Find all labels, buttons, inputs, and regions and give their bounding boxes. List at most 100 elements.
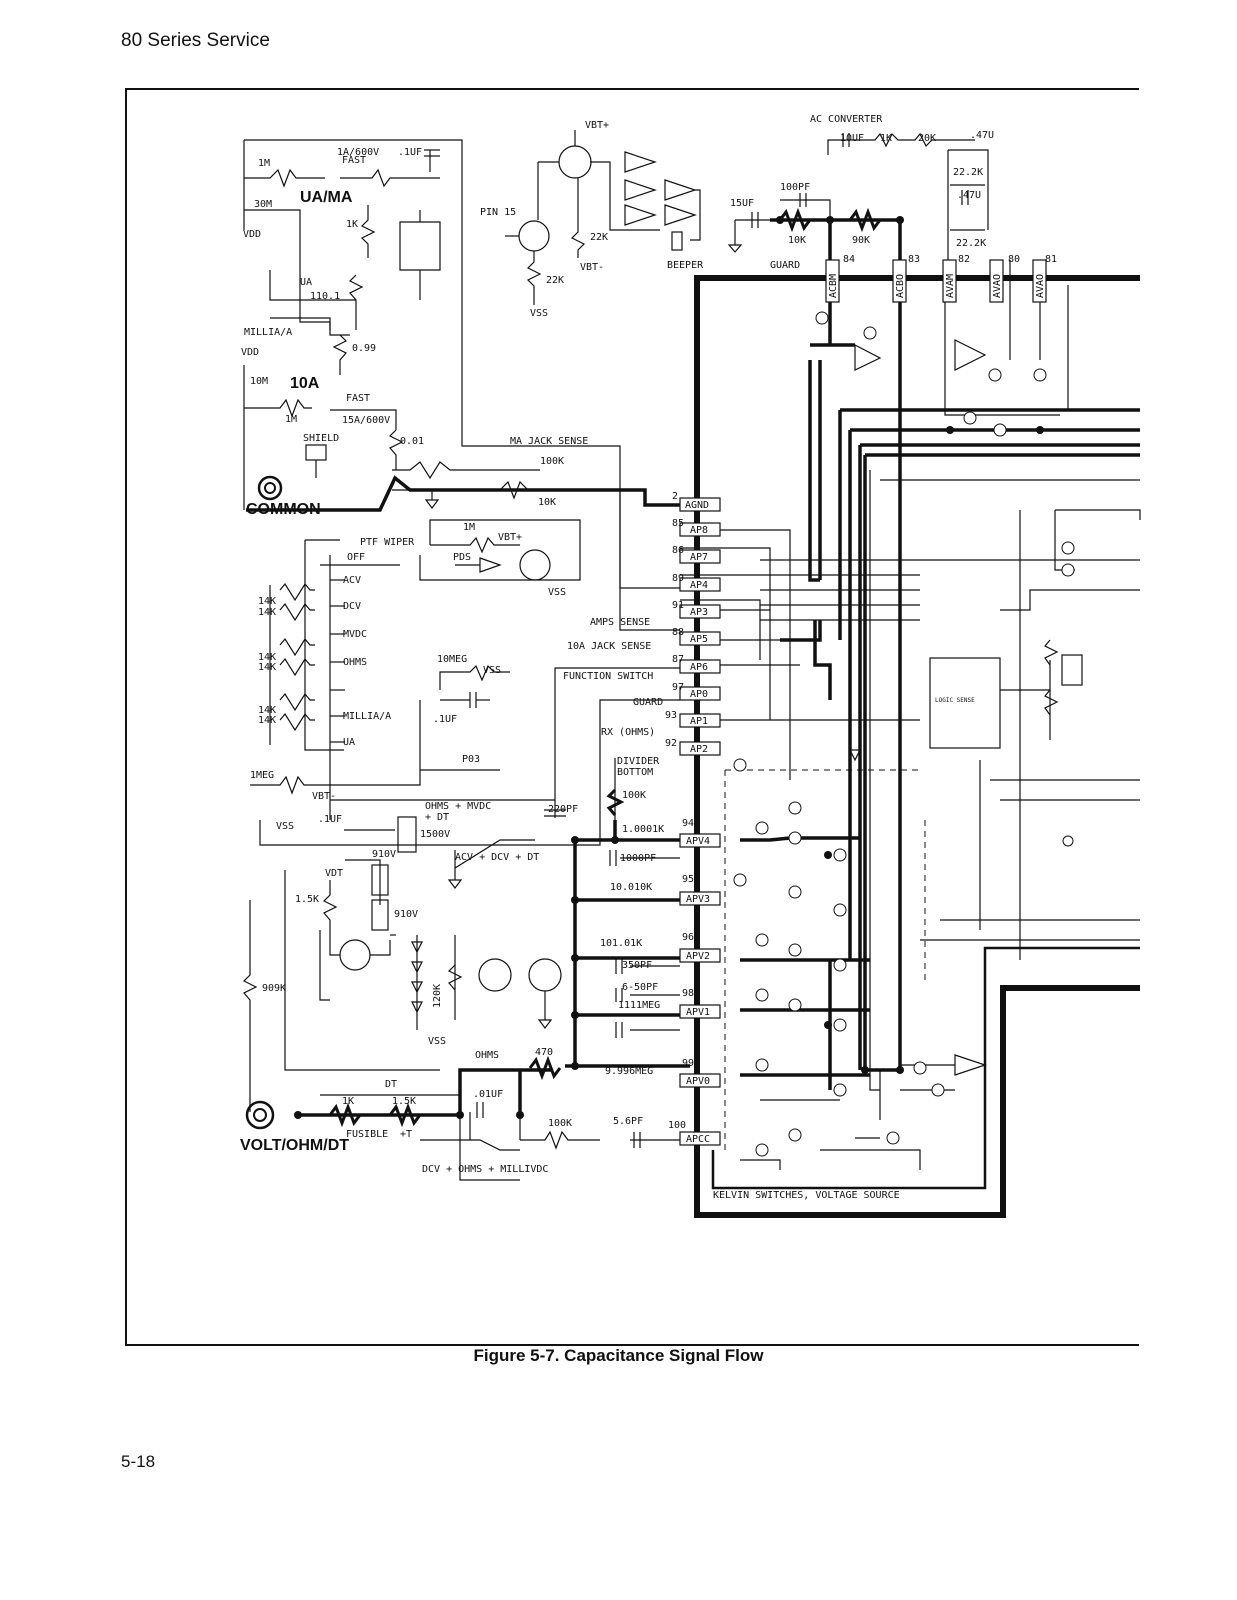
value-910v-2: 910V — [394, 909, 418, 920]
label-fast: FAST — [346, 393, 370, 404]
label-millia: MILLIA/A — [244, 327, 292, 338]
label-vss: VSS — [530, 308, 548, 319]
value-56pf: 5.6PF — [613, 1116, 643, 1127]
pin-ap6: AP6 — [690, 662, 708, 673]
value-15k-2: 1.5K — [392, 1096, 416, 1107]
pin-ap5: AP5 — [690, 634, 708, 645]
value-10k: 10K — [538, 497, 556, 508]
guard-rail — [694, 275, 1140, 1218]
value-1uf: .1UF — [398, 147, 422, 158]
label-acv-dcv-dt: ACV + DCV + DT — [455, 852, 539, 863]
pin-num-95: 95 — [682, 874, 694, 885]
jack-labels: UA/MA 10A COMMON VOLT/OHM/DT — [240, 189, 353, 1154]
figure-frame — [125, 88, 1139, 1346]
value-10m: 10M — [250, 376, 268, 387]
pin-ap2: AP2 — [690, 744, 708, 755]
label-vdd: VDD — [243, 229, 261, 240]
value-1111meg: 1111MEG — [618, 1000, 660, 1011]
pin-apv0: APV0 — [686, 1076, 710, 1087]
label-vss-5: VSS — [548, 587, 566, 598]
value-222k-2: 22.2K — [956, 238, 986, 249]
value-22k: 22K — [546, 275, 564, 286]
value-047u: .47U — [970, 130, 994, 141]
value-470: 470 — [535, 1047, 553, 1058]
pin-num-94: 94 — [682, 818, 694, 829]
label-amps-sense: AMPS SENSE — [590, 617, 650, 628]
label-ohms-2: OHMS — [475, 1050, 499, 1061]
component-values: 1M 30M 1A/600V FAST .1UF 1K 110.1 0.99 1… — [250, 130, 994, 1129]
value-1k: 1K — [346, 219, 358, 230]
volt-ohm-jack — [245, 1100, 275, 1130]
pin-labels: AGND AP8 AP7 AP4 AP3 AP5 AP6 AP0 AP1 AP2… — [685, 500, 710, 1145]
value-20k: 20K — [918, 133, 936, 144]
pin-agnd: AGND — [685, 500, 709, 511]
value-10meg: 10MEG — [437, 654, 467, 665]
pin-num-81: 81 — [1045, 254, 1057, 265]
value-1000pf: 1000PF — [620, 853, 656, 864]
value-350pf: 350PF — [622, 960, 652, 971]
label-vbt-plus-2: VBT+ — [498, 532, 522, 543]
value-100pf: 100PF — [780, 182, 810, 193]
label-millia-2: MILLIA/A — [343, 711, 391, 722]
value-10k-2: 10K — [788, 235, 806, 246]
label-bottom: BOTTOM — [617, 767, 653, 778]
value-15a: 15A/600V — [342, 415, 390, 426]
label-vss-2: VSS — [276, 821, 294, 832]
label-ac-converter: AC CONVERTER — [810, 114, 883, 125]
label-rx-ohms: RX (OHMS) — [601, 727, 655, 738]
value-909k: 909K — [262, 983, 286, 994]
label-vbt-minus-2: VBT- — [312, 791, 336, 802]
pin-num-2: 2 — [672, 491, 678, 502]
pin-numbers: 84 83 82 80 81 2 85 86 89 91 88 87 97 93… — [665, 254, 1057, 1131]
dashed-lines — [724, 285, 1069, 1150]
label-vss-3: VSS — [428, 1036, 446, 1047]
label-vss-4: VSS — [483, 665, 501, 676]
label-guard-2: GUARD — [633, 697, 663, 708]
pin-num-99: 99 — [682, 1058, 694, 1069]
label-mvdc: MVDC — [343, 629, 367, 640]
common-jack — [257, 475, 283, 501]
label-dt: DT — [385, 1079, 397, 1090]
value-14k-2: 14K — [258, 607, 276, 618]
label-vbt-plus: VBT+ — [585, 120, 609, 131]
pin-num-83: 83 — [908, 254, 920, 265]
pin-ap4: AP4 — [690, 580, 708, 591]
value-222k: 22.2K — [953, 167, 983, 178]
pin-num-86: 86 — [672, 545, 684, 556]
value-15k: 1.5K — [295, 894, 319, 905]
pin-num-88: 88 — [672, 627, 684, 638]
value-1m-3: 1M — [463, 522, 475, 533]
label-dt-plus: + DT — [425, 812, 449, 823]
pin-ap8: AP8 — [690, 525, 708, 536]
value-120k: 120K — [432, 984, 443, 1008]
label-volt-ohm-dt: VOLT/OHM/DT — [240, 1137, 349, 1154]
value-10101k: 101.01K — [600, 938, 642, 949]
pin-num-89: 89 — [672, 573, 684, 584]
value-099: 0.99 — [352, 343, 376, 354]
value-110: 110.1 — [310, 291, 340, 302]
pin-ap0: AP0 — [690, 689, 708, 700]
label-ohms-mvdc: OHMS + MVDC — [425, 801, 491, 812]
pin-apcc: APCC — [686, 1134, 710, 1145]
value-1uf-2: .1UF — [318, 814, 342, 825]
pin-num-91: 91 — [672, 600, 684, 611]
pin-boxes — [679, 259, 1047, 1146]
pin-num-100: 100 — [668, 1120, 686, 1131]
value-10uf: 10UF — [840, 133, 864, 144]
value-100k-2: 100K — [622, 790, 646, 801]
pin-apv2: APV2 — [686, 951, 710, 962]
value-1k-2: 1K — [880, 133, 892, 144]
pin-avam: AVAM — [945, 274, 956, 298]
vertical-pin-labels: ACBM ACBO AVAM AVAO AVAO — [828, 274, 1046, 298]
value-1k-3: 1K — [342, 1096, 354, 1107]
label-off: OFF — [347, 552, 365, 563]
label-vdd-2: VDD — [241, 347, 259, 358]
pin-avao-1: AVAO — [992, 274, 1003, 298]
value-30m: 30M — [254, 199, 272, 210]
guard-inner — [711, 946, 1140, 1190]
value-01uf: .01UF — [473, 1089, 503, 1100]
pin-num-96: 96 — [682, 932, 694, 943]
signal-labels: AC CONVERTER VBT+ PIN 15 VBT- VSS BEEPER… — [241, 114, 975, 1201]
label-ua-ma: UA/MA — [300, 189, 353, 206]
